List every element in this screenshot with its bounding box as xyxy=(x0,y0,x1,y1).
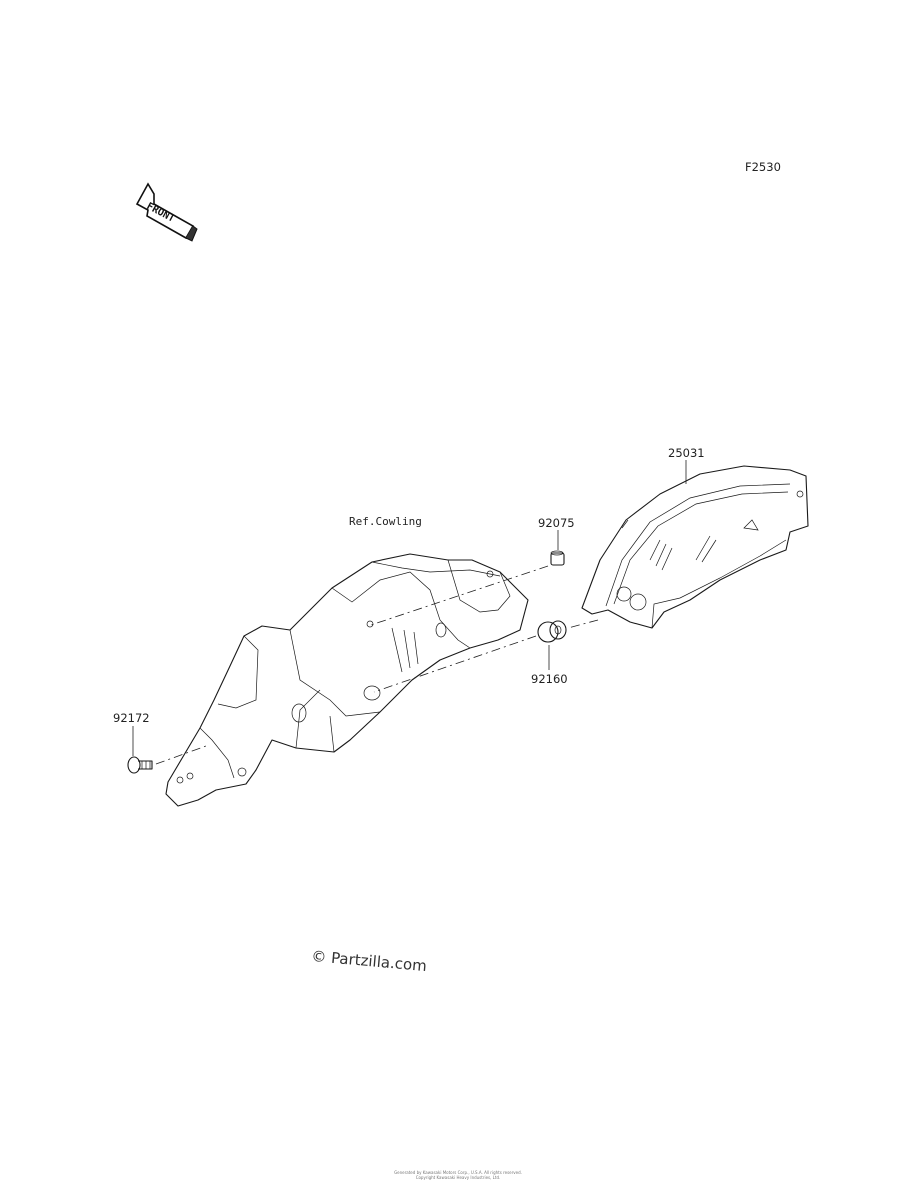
reference-label: Ref.Cowling xyxy=(349,515,422,528)
alignment-line xyxy=(373,635,537,693)
grommet-92160 xyxy=(537,620,567,643)
alignment-line xyxy=(567,619,599,629)
part-number-92172: 92172 xyxy=(113,711,150,725)
meter-assembly-25031 xyxy=(581,465,809,629)
alignment-line xyxy=(155,745,207,765)
alignment-line xyxy=(367,565,549,627)
part-number-92075: 92075 xyxy=(538,516,575,530)
footer-line-1: Generated by Kawasaki Motors Corp., U.S.… xyxy=(394,1170,522,1175)
screw-92172 xyxy=(127,756,153,774)
diagram-code: F2530 xyxy=(745,160,781,174)
footer-line-2: Copyright Kawasaki Heavy Industries, Ltd… xyxy=(416,1175,501,1180)
collar-92075 xyxy=(550,550,565,566)
part-number-92160: 92160 xyxy=(531,672,568,686)
watermark: © Partzilla.com xyxy=(311,947,428,975)
cowling-bracket xyxy=(165,553,529,807)
part-number-25031: 25031 xyxy=(668,446,705,460)
front-arrow-icon: FRONT xyxy=(135,182,198,242)
